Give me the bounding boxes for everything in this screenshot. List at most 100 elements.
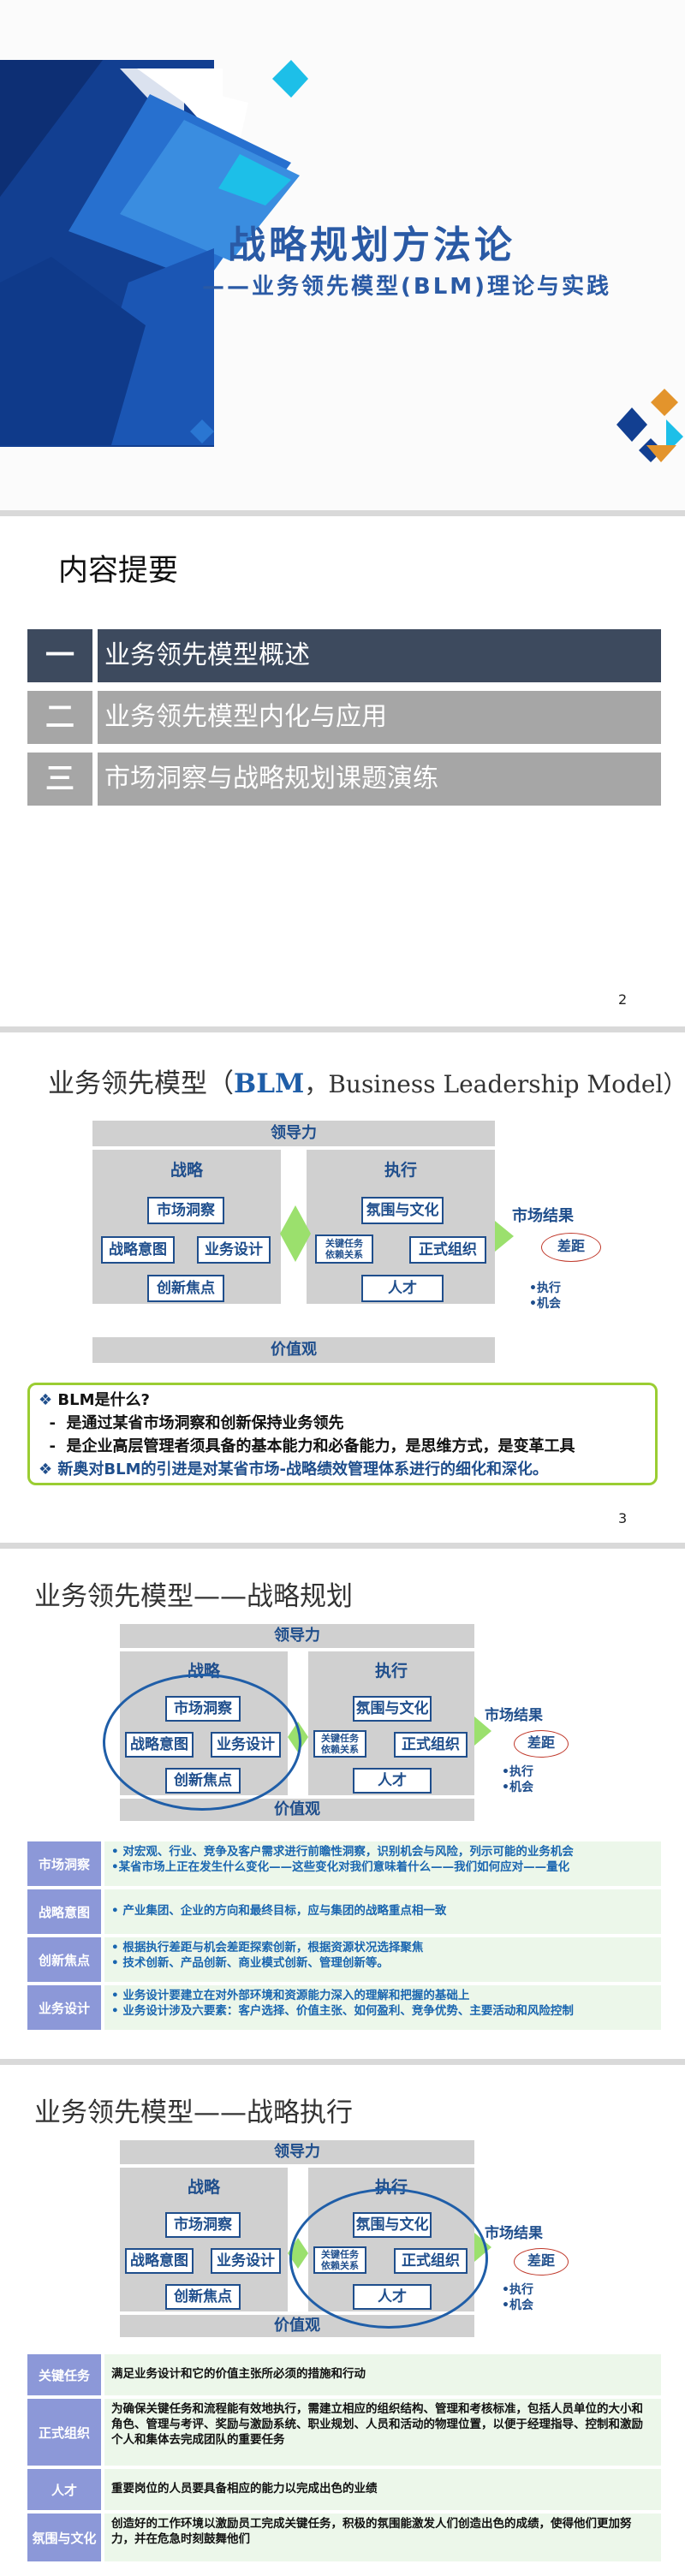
blm-answer-2: - 是企业高层管理者须具备的基本能力和必备能力，是思维方式，是变革工具 <box>39 1437 575 1455</box>
toc-label: 业务领先模型内化与应用 <box>98 691 661 744</box>
talent-box: 人才 <box>353 1768 432 1794</box>
leadership-bar: 领导力 <box>120 2140 474 2164</box>
table-row: 战略意图 • 产业集团、企业的方向和最终目标，应与集团的战略重点相一致 <box>27 1889 661 1934</box>
toc-heading: 内容提要 <box>58 554 179 588</box>
cover-subtitle: ——业务领先模型(BLM)理论与实践 <box>202 274 612 300</box>
title-rest: ，Business Leadership Model） <box>304 1070 685 1098</box>
row-label: 市场洞察 <box>27 1841 101 1886</box>
leadership-bar: 领导力 <box>92 1121 495 1146</box>
strategy-planning-slide: 业务领先模型——战略规划 领导力 战略 执行 市场洞察 战略意图 业务设计 创新… <box>0 1549 685 2059</box>
row-text: • 根据执行差距与机会差距探索创新，根据资源状况选择聚焦 • 技术创新、产品创新… <box>104 1937 661 1982</box>
formal-org-box: 正式组织 <box>394 1732 468 1758</box>
gap-oval: 差距 <box>514 2248 569 2276</box>
slide-title: 业务领先模型（BLM，Business Leadership Model） <box>48 1062 685 1100</box>
table-row: 正式组织 为确保关键任务和流程能有效地执行，需建立相应的组织结构、管理和考核标准… <box>27 2399 661 2466</box>
climate-culture-box: 氛围与文化 <box>353 1696 432 1722</box>
formal-org-box: 正式组织 <box>409 1236 486 1264</box>
result-arrow <box>474 1716 491 1746</box>
cover-graphic <box>0 60 683 462</box>
row-text: 创造好的工作环境以激励员工完成关键任务，积极的氛围能激发人们创造出色的成绩，使得… <box>104 2514 661 2561</box>
toc-number: 一 <box>27 629 92 682</box>
row-label: 氛围与文化 <box>27 2514 101 2561</box>
market-insight-box: 市场洞察 <box>147 1197 224 1224</box>
innovation-focus-box: 创新焦点 <box>147 1275 224 1302</box>
row-label: 人才 <box>27 2469 101 2510</box>
row-text: • 产业集团、企业的方向和最终目标，应与集团的战略重点相一致 <box>104 1889 661 1934</box>
execution-title: 执行 <box>374 1662 408 1681</box>
page-number: 2 <box>618 991 628 1008</box>
gap-item: •执行 <box>502 2283 533 2297</box>
row-text: 为确保关键任务和流程能有效地执行，需建立相应的组织结构、管理和考核标准，包括人员… <box>104 2399 661 2466</box>
blm-answer-2-text: 是企业高层管理者须具备的基本能力和必备能力，是思维方式，是变革工具 <box>66 1437 575 1455</box>
cover-title: 战略规划方法论 <box>228 223 515 267</box>
row-label: 正式组织 <box>27 2399 101 2466</box>
gap-item: •执行 <box>529 1282 561 1295</box>
table-row: 业务设计 • 业务设计要建立在对外部环境和资源能力深入的理解和把握的基础上 • … <box>27 1985 661 2030</box>
strategy-title: 战略 <box>170 1161 203 1180</box>
talent-box: 人才 <box>361 1275 444 1302</box>
business-design-box: 业务设计 <box>197 1236 271 1264</box>
toc-number: 二 <box>27 691 92 744</box>
table-row: 氛围与文化 创造好的工作环境以激励员工完成关键任务，积极的氛围能激发人们创造出色… <box>27 2514 661 2561</box>
row-label: 战略意图 <box>27 1889 101 1934</box>
strategy-highlight-circle <box>103 1674 301 1811</box>
title-blm: BLM <box>234 1068 305 1099</box>
gap-items: •执行 •机会 <box>529 1281 561 1312</box>
row-text: • 业务设计要建立在对外部环境和资源能力深入的理解和把握的基础上 • 业务设计涉… <box>104 1985 661 2030</box>
climate-culture-box: 氛围与文化 <box>361 1197 444 1224</box>
toc-item-3[interactable]: 三 市场洞察与战略规划课题演练 <box>27 753 661 806</box>
blm-overview-slide: 业务领先模型（BLM，Business Leadership Model） 领导… <box>0 1032 685 1543</box>
gap-oval: 差距 <box>541 1233 601 1262</box>
table-row: 关键任务 满足业务设计和它的价值主张所必须的措施和行动 <box>27 2354 661 2395</box>
strategic-intent-box: 战略意图 <box>101 1236 175 1264</box>
gap-item: •机会 <box>529 1297 561 1311</box>
blm-question: ❖ BLM是什么? <box>39 1391 150 1409</box>
market-result-label: 市场结果 <box>485 2225 543 2242</box>
blm-definition-box: ❖ BLM是什么? - 是通过某省市场洞察和创新保持业务领先 - 是企业高层管理… <box>27 1383 658 1485</box>
market-insight-box: 市场洞察 <box>165 2212 241 2238</box>
row-text: 满足业务设计和它的价值主张所必须的措施和行动 <box>104 2354 661 2395</box>
blm-question-text: BLM是什么? <box>57 1391 150 1409</box>
critical-tasks-box: 关键任务 依赖关系 <box>315 1234 373 1264</box>
leadership-bar: 领导力 <box>120 1624 474 1648</box>
row-label: 业务设计 <box>27 1985 101 2030</box>
gap-items: •执行 •机会 <box>502 2282 533 2313</box>
blm-answer-1-text: 是通过某省市场洞察和创新保持业务领先 <box>66 1414 344 1432</box>
gap-items: •执行 •机会 <box>502 1764 533 1795</box>
title-prefix: 业务领先模型（ <box>48 1068 234 1099</box>
blm-answer-3-text: 新奥对BLM的引进是对某省市场-战略绩效管理体系进行的细化和深化。 <box>57 1461 548 1478</box>
gap-item: •机会 <box>502 1781 533 1794</box>
execution-highlight-circle <box>289 2188 488 2329</box>
execution-title: 执行 <box>384 1161 417 1180</box>
row-text: 重要岗位的人员要具备相应的能力以完成出色的业绩 <box>104 2469 661 2510</box>
toc-item-2[interactable]: 二 业务领先模型内化与应用 <box>27 691 661 744</box>
market-result-label: 市场结果 <box>512 1207 574 1225</box>
blm-answer-1: - 是通过某省市场洞察和创新保持业务领先 <box>39 1414 344 1432</box>
gap-item: •机会 <box>502 2299 533 2312</box>
gap-oval: 差距 <box>514 1730 569 1758</box>
row-text: • 对宏观、行业、竞争及客户需求进行前瞻性洞察，识别机会与风险，列示可能的业务机… <box>104 1841 661 1886</box>
blm-answer-3: ❖ 新奥对BLM的引进是对某省市场-战略绩效管理体系进行的细化和深化。 <box>39 1461 548 1478</box>
row-label: 关键任务 <box>27 2354 101 2395</box>
page-number: 3 <box>618 1510 628 1526</box>
strategy-title: 战略 <box>187 2178 220 2197</box>
slide-title: 业务领先模型——战略执行 <box>34 2097 353 2128</box>
strategic-intent-box: 战略意图 <box>125 2248 194 2274</box>
result-arrow <box>495 1221 514 1252</box>
critical-tasks-box: 关键任务 依赖关系 <box>313 1730 366 1758</box>
strategy-execution-arrow <box>280 1205 311 1262</box>
toc-label: 业务领先模型概述 <box>98 629 661 682</box>
gap-item: •执行 <box>502 1765 533 1779</box>
table-row: 市场洞察 • 对宏观、行业、竞争及客户需求进行前瞻性洞察，识别机会与风险，列示可… <box>27 1841 661 1886</box>
toc-slide: 内容提要 一 业务领先模型概述 二 业务领先模型内化与应用 三 市场洞察与战略规… <box>0 516 685 1026</box>
row-label: 创新焦点 <box>27 1937 101 1982</box>
slide-title: 业务领先模型——战略规划 <box>34 1581 353 1612</box>
cover-slide: 战略规划方法论 ——业务领先模型(BLM)理论与实践 <box>0 0 685 510</box>
strategy-execution-slide: 业务领先模型——战略执行 领导力 战略 执行 市场洞察 战略意图 业务设计 创新… <box>0 2065 685 2576</box>
market-result-label: 市场结果 <box>485 1707 543 1724</box>
toc-label: 市场洞察与战略规划课题演练 <box>98 753 661 806</box>
business-design-box: 业务设计 <box>211 2248 281 2274</box>
toc-number: 三 <box>27 753 92 806</box>
table-row: 人才 重要岗位的人员要具备相应的能力以完成出色的业绩 <box>27 2469 661 2510</box>
toc-item-1[interactable]: 一 业务领先模型概述 <box>27 629 661 682</box>
